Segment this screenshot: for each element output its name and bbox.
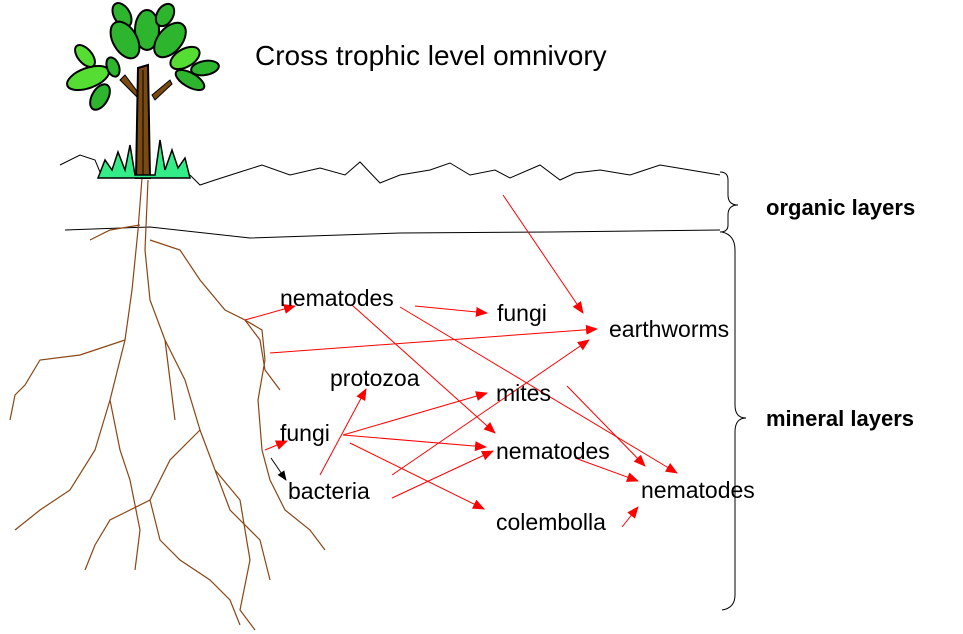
node-colembolla: colembolla: [496, 509, 606, 535]
node-nematodes-root: nematodes: [280, 285, 394, 311]
arrow-mites-to-nematodes: [566, 385, 646, 467]
trophic-arrows: [244, 194, 678, 528]
roots: [9, 177, 326, 631]
node-mites: mites: [496, 380, 551, 406]
arrow-fungi-to-mites: [342, 391, 488, 436]
arrow-colembolla-to-nematodes: [621, 506, 639, 528]
arrow-nematodes-to-nematodes-right: [399, 306, 678, 474]
diagram-title: Cross trophic level omnivory: [255, 40, 607, 71]
mineral-layers-label: mineral layers: [766, 406, 914, 431]
arrow-bacteria-to-earthworms: [391, 339, 590, 476]
organic-layers-label: organic layers: [766, 195, 916, 220]
arrow-root-to-bacteria: [270, 457, 287, 481]
node-protozoa: protozoa: [330, 365, 420, 391]
node-bacteria: bacteria: [288, 478, 370, 504]
organic-mineral-boundary: [64, 226, 721, 239]
arrow-organic-to-earthworms: [502, 194, 584, 314]
arrow-root-to-fungi: [264, 440, 288, 451]
node-nematodes-right: nematodes: [641, 477, 755, 503]
node-earthworms: earthworms: [609, 316, 730, 342]
arrow-fungi-to-nematodes: [342, 434, 487, 452]
organic-brace: [719, 171, 739, 233]
arrow-nematodes-mid-to-right: [574, 457, 639, 482]
arrow-root-to-nematodes: [244, 304, 296, 321]
arrow-root-to-earthworms: [269, 324, 598, 354]
tree-icon: [66, 2, 220, 179]
soil-surface-line: [59, 154, 721, 186]
arrow-bacteria-to-protozoa: [319, 388, 367, 476]
node-fungi-left: fungi: [280, 420, 330, 446]
mineral-brace: [721, 231, 747, 611]
node-fungi-top: fungi: [497, 300, 547, 326]
node-nematodes-mid: nematodes: [496, 438, 610, 464]
arrow-bacteria-to-nematodes: [391, 450, 494, 499]
arrow-nematodes-to-fungi: [414, 305, 488, 317]
arrow-nematodes-to-nematodes-mid: [351, 304, 496, 434]
arrow-fungi-to-colembolla: [349, 442, 485, 510]
